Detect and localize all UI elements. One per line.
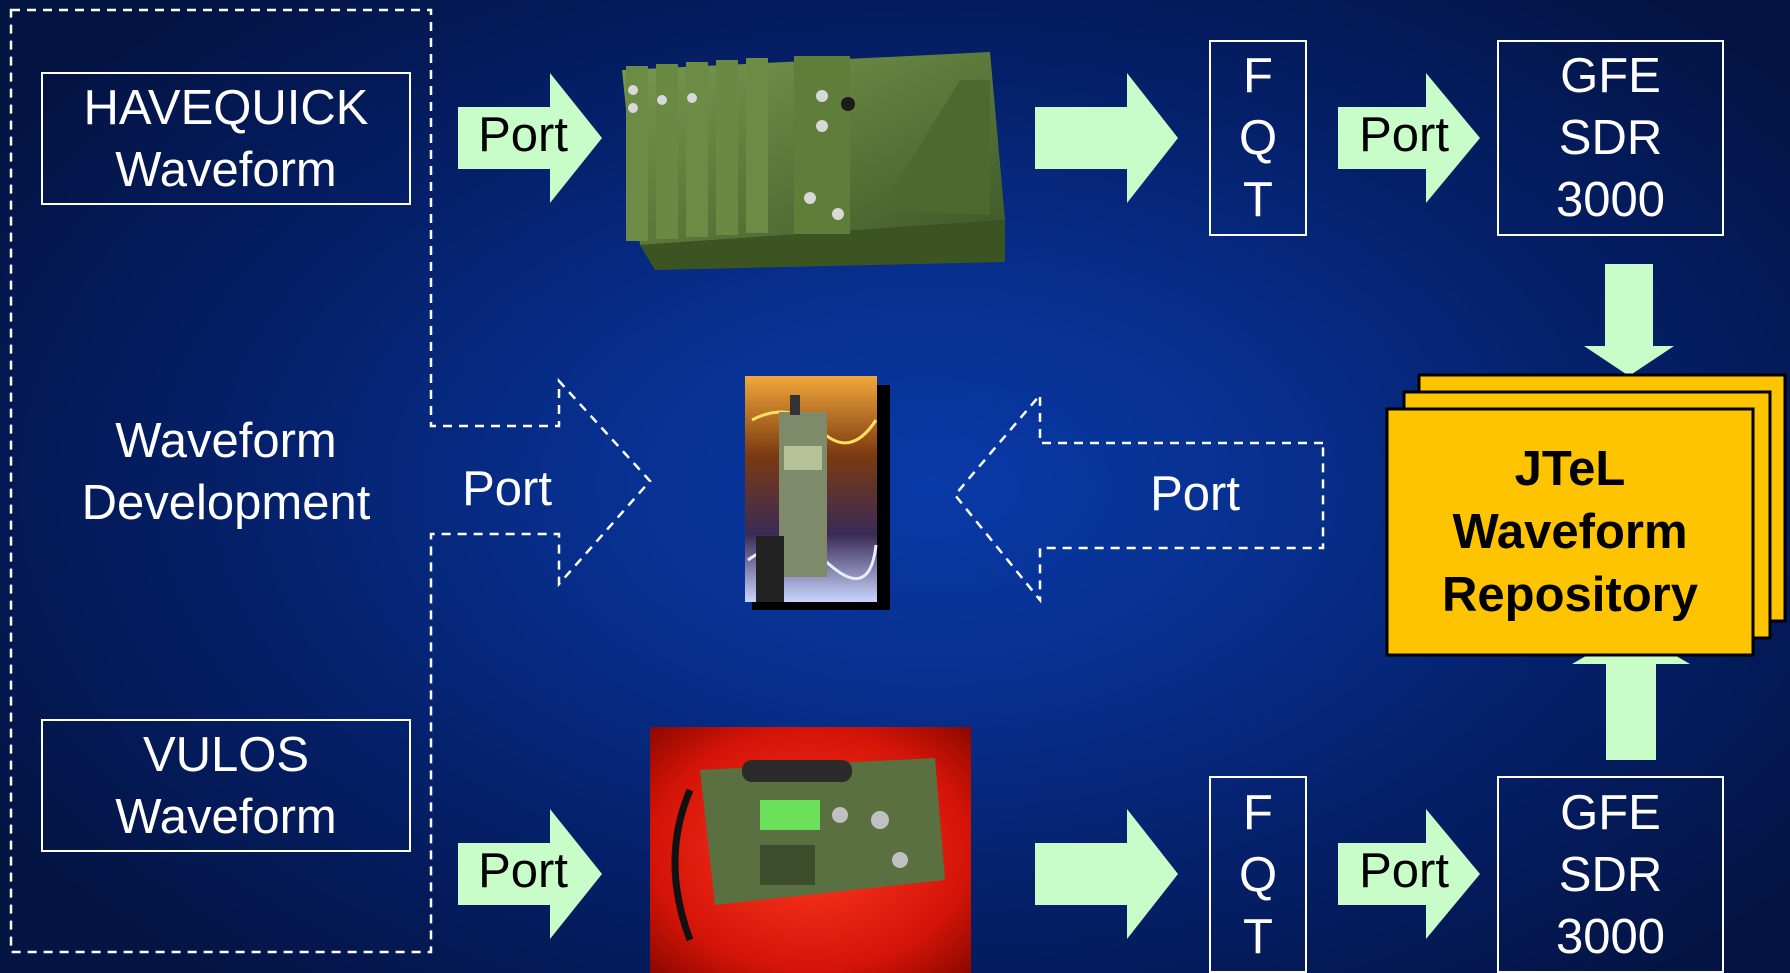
port-label-middle-right: Port <box>1150 467 1240 521</box>
fqt-box-bottom: F Q T <box>1209 776 1307 973</box>
fqt-bottom-f: F <box>1243 785 1273 840</box>
arrow-bottom-mid <box>1035 809 1178 939</box>
gfe-bottom-line1: GFE <box>1560 785 1661 840</box>
port-label-bottom-left: Port <box>478 844 568 898</box>
port-label-top-right: Port <box>1359 108 1449 162</box>
gfe-bottom-line3: 3000 <box>1555 909 1665 964</box>
vulos-label: VULOS <box>142 727 310 782</box>
repository-line1: JTeL <box>1514 441 1626 496</box>
port-arrow-bottom-right <box>1338 809 1480 939</box>
port-label-middle-left: Port <box>462 462 552 516</box>
gfe-top-line3: 3000 <box>1555 173 1665 227</box>
waveform-development-label: Waveform Development <box>41 410 411 534</box>
havequick-waveform-label: Waveform <box>115 142 337 197</box>
repository-stack <box>1385 373 1787 657</box>
fqt-top-q: Q <box>1238 111 1278 165</box>
gfe-top-line2: SDR <box>1558 111 1663 165</box>
port-arrow-top-left <box>458 73 602 203</box>
gfe-sdr-box-bottom: GFE SDR 3000 <box>1497 776 1724 973</box>
fqt-bottom-t: T <box>1243 909 1273 964</box>
arrow-top-mid <box>1035 73 1178 203</box>
havequick-waveform-box: HAVEQUICK Waveform <box>41 72 411 205</box>
fqt-top-f: F <box>1243 49 1273 103</box>
fqt-bottom-q: Q <box>1238 847 1278 902</box>
arrow-down-to-repository <box>1584 264 1674 376</box>
waveform-development-line1: Waveform <box>115 414 337 468</box>
fqt-box-top: F Q T <box>1209 40 1307 236</box>
port-label-top-left: Port <box>478 108 568 162</box>
gfe-sdr-box-top: GFE SDR 3000 <box>1497 40 1724 236</box>
repository-line2: Waveform <box>1452 504 1688 559</box>
vulos-waveform-box: VULOS Waveform <box>41 719 411 852</box>
vulos-waveform-label: Waveform <box>115 789 337 844</box>
gfe-top-line1: GFE <box>1560 49 1661 103</box>
port-label-bottom-right: Port <box>1359 844 1449 898</box>
fqt-top-t: T <box>1243 173 1273 227</box>
waveform-development-line2: Development <box>81 476 371 530</box>
rack-radio-image <box>622 52 1005 270</box>
repository-label: JTeL Waveform Repository <box>1387 409 1753 655</box>
dashed-arrow-from-repository <box>953 391 1325 604</box>
manpack-radio-image <box>650 727 971 973</box>
arrow-up-to-repository <box>1572 630 1690 760</box>
havequick-label: HAVEQUICK <box>83 80 369 135</box>
repository-line3: Repository <box>1442 567 1698 622</box>
handheld-radio-image <box>745 376 890 610</box>
port-arrow-bottom-left <box>458 809 602 939</box>
port-arrow-top-right <box>1338 73 1480 203</box>
gfe-bottom-line2: SDR <box>1558 847 1663 902</box>
